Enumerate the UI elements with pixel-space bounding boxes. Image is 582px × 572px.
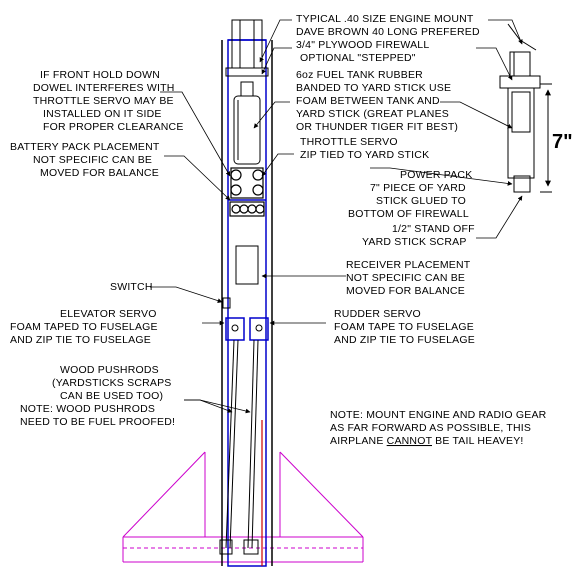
label-pushrod-2: (YARDSTICKS SCRAPS xyxy=(52,377,172,389)
leader-lines xyxy=(150,19,523,414)
label-battery-3: MOVED FOR BALANCE xyxy=(40,167,159,179)
label-receiver-2: NOT SPECIFIC CAN BE xyxy=(346,272,465,284)
label-elevator-1: ELEVATOR SERVO xyxy=(60,308,157,320)
throttle-servo xyxy=(230,167,264,199)
label-pushrod-5: NEED TO BE FUEL PROOFED! xyxy=(20,416,175,428)
fuel-tank xyxy=(233,81,261,165)
label-power-3: STICK GLUED TO xyxy=(376,195,466,207)
receiver xyxy=(235,245,259,285)
label-standoff-1: 1/2" STAND OFF xyxy=(392,223,475,235)
label-engine-mount-1: TYPICAL .40 SIZE ENGINE MOUNT xyxy=(296,13,474,25)
label-throttle-2: ZIP TIED TO YARD STICK xyxy=(300,149,429,161)
fuselage-sides xyxy=(221,39,273,567)
label-note-2: AS FAR FORWARD AS POSSIBLE, THIS xyxy=(330,422,531,434)
label-firewall-1: 3/4" PLYWOOD FIREWALL xyxy=(296,39,429,51)
servo-detail xyxy=(231,324,263,332)
pushrods xyxy=(225,339,259,549)
firewall xyxy=(225,19,269,77)
elevator-rudder-servos xyxy=(225,317,269,341)
label-receiver-3: MOVED FOR BALANCE xyxy=(346,285,465,297)
annotation-labels: TYPICAL .40 SIZE ENGINE MOUNT DAVE BROWN… xyxy=(10,13,573,447)
label-note-3: AIRPLANE CANNOT BE TAIL HEAVEY! xyxy=(330,435,524,447)
horizontal-stabilizer xyxy=(122,451,364,563)
label-switch: SWITCH xyxy=(110,281,153,293)
label-power-2: 7" PIECE OF YARD xyxy=(370,182,466,194)
label-elevator-3: AND ZIP TIE TO FUSELAGE xyxy=(10,334,151,346)
label-rudder-3: AND ZIP TIE TO FUSELAGE xyxy=(334,334,475,346)
label-tank-1: 6oz FUEL TANK RUBBER xyxy=(296,69,423,81)
label-power-4: BOTTOM OF FIREWALL xyxy=(348,208,469,220)
dimension-label: 7" xyxy=(552,131,573,153)
label-pushrod-3: CAN BE USED TOO) xyxy=(60,390,163,402)
label-dowel-4: INSTALLED ON IT SIDE xyxy=(43,108,162,120)
label-tank-3: FOAM BETWEEN TANK AND xyxy=(296,95,440,107)
label-dowel-3: THROTTLE SERVO MAY BE xyxy=(33,95,174,107)
label-standoff-2: YARD STICK SCRAP xyxy=(362,236,467,248)
dimension-7in xyxy=(540,83,552,193)
label-tank-2: BANDED TO YARD STICK USE xyxy=(296,82,451,94)
switch-block xyxy=(222,297,231,309)
label-firewall-2: OPTIONAL "STEPPED" xyxy=(300,52,416,64)
side-view-engine xyxy=(499,23,541,193)
label-dowel-2: DOWEL INTERFERES WITH xyxy=(33,82,174,94)
label-dowel-1: IF FRONT HOLD DOWN xyxy=(40,69,160,81)
label-elevator-2: FOAM TAPED TO FUSELAGE xyxy=(10,321,158,333)
label-throttle-1: THROTTLE SERVO xyxy=(300,136,398,148)
label-tank-4: YARD STICK (GREAT PLANES xyxy=(296,108,449,120)
label-tank-5: OR THUNDER TIGER FIT BEST) xyxy=(296,121,458,133)
label-rudder-1: RUDDER SERVO xyxy=(334,308,421,320)
label-battery-2: NOT SPECIFIC CAN BE xyxy=(33,154,152,166)
label-rudder-2: FOAM TAPE TO FUSELAGE xyxy=(334,321,474,333)
label-dowel-5: FOR PROPER CLEARANCE xyxy=(43,121,184,133)
label-receiver-1: RECEIVER PLACEMENT xyxy=(346,259,471,271)
label-engine-mount-2: DAVE BROWN 40 LONG PREFERED xyxy=(296,26,480,38)
battery-pack xyxy=(229,201,265,217)
note-emphasis: CANNOT xyxy=(387,435,433,447)
label-note-1: NOTE: MOUNT ENGINE AND RADIO GEAR xyxy=(330,409,547,421)
control-horns xyxy=(219,539,259,555)
label-pushrod-4: NOTE: WOOD PUSHRODS xyxy=(20,403,155,415)
label-battery-1: BATTERY PACK PLACEMENT xyxy=(10,141,160,153)
label-power-1: POWER PACK xyxy=(400,169,472,181)
label-pushrod-1: WOOD PUSHRODS xyxy=(60,364,159,376)
